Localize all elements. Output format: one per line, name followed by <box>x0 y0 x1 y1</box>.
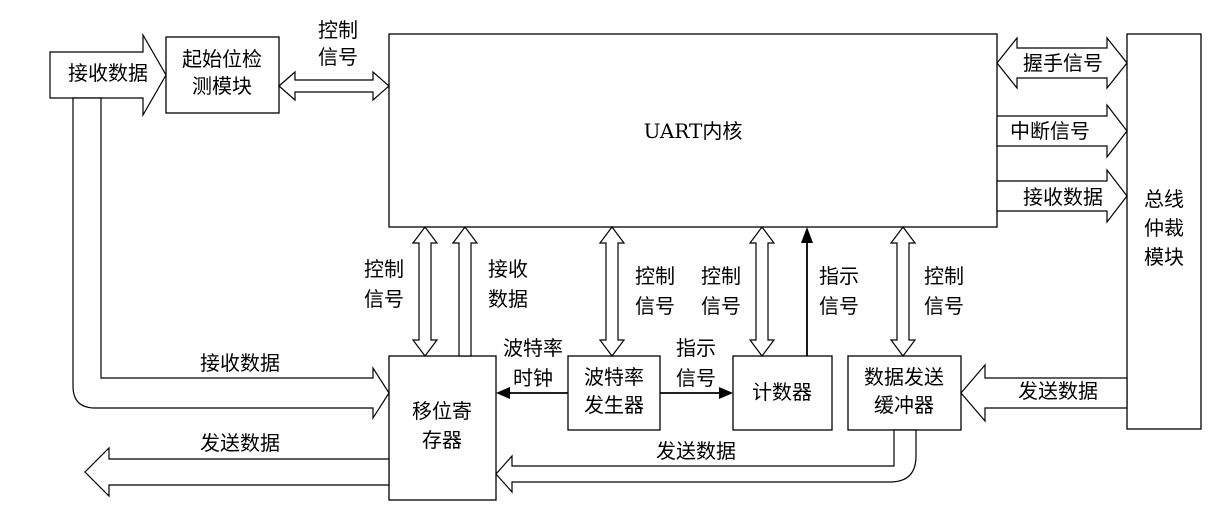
bus-arbiter-label-line3: 模块 <box>1144 245 1184 269</box>
control-signal-shift-line2: 信号 <box>364 287 404 311</box>
start-detect-label-line1: 起始位检 <box>182 47 262 71</box>
bus-arbiter-module: 总线 仲裁 模块 <box>1126 33 1202 430</box>
uart-core-module: UART内核 <box>388 33 998 228</box>
start-detect-label-line2: 测模块 <box>192 74 252 98</box>
shift-control-double-arrow <box>411 226 439 357</box>
shift-register-label-line1: 移位寄 <box>412 399 472 423</box>
shift-register-label-line2: 存器 <box>422 428 462 452</box>
control-signal-baud-line1: 控制 <box>635 264 675 288</box>
start-detect-core-double-arrow <box>278 70 390 102</box>
counter-label: 计数器 <box>752 380 812 404</box>
baud-clock-line1: 波特率 <box>503 336 563 360</box>
shift-receive-data-up-arrow <box>451 226 479 357</box>
handshake-signal-label: 握手信号 <box>1023 51 1103 75</box>
control-signal-top-line1: 控制 <box>318 18 358 42</box>
receive-data-shift-line2: 数据 <box>488 287 528 311</box>
handshake-signal-double-arrow <box>996 36 1128 90</box>
shift-register-module: 移位寄 存器 <box>388 355 497 501</box>
baud-indicate-signal-arrow <box>660 387 733 399</box>
baud-generator-label-line1: 波特率 <box>584 365 644 389</box>
receive-data-to-bus-arrow <box>996 168 1128 224</box>
counter-module: 计数器 <box>732 355 833 431</box>
baud-generator-module: 波特率 发生器 <box>567 355 661 431</box>
control-signal-buffer-line2: 信号 <box>924 294 964 318</box>
receive-data-to-shift-label: 接收数据 <box>200 351 280 375</box>
control-signal-top-line2: 信号 <box>318 45 358 69</box>
send-data-to-shift-label: 发送数据 <box>656 439 736 463</box>
control-signal-baud-line2: 信号 <box>635 294 675 318</box>
send-buffer-label-line1: 数据发送 <box>864 365 944 389</box>
send-buffer-module: 数据发送 缓冲器 <box>847 355 962 431</box>
receive-data-loop-arrow <box>72 97 390 421</box>
send-data-from-bus-label: 发送数据 <box>1018 379 1098 403</box>
baud-clock-arrow <box>496 387 568 399</box>
baud-control-double-arrow <box>598 226 626 357</box>
interrupt-signal-arrow <box>996 103 1128 159</box>
counter-indicate-signal-arrow <box>801 227 813 356</box>
indicate-signal-baud-line1: 指示 <box>676 336 716 360</box>
baud-clock-line2: 时钟 <box>513 366 553 390</box>
baud-generator-label-line2: 发生器 <box>584 393 644 417</box>
receive-data-to-bus-label: 接收数据 <box>1023 185 1103 209</box>
bus-arbiter-label-line2: 仲裁 <box>1144 216 1184 240</box>
send-data-output-arrow <box>84 446 390 498</box>
uart-core-label: UART内核 <box>644 119 743 143</box>
receive-data-shift-line1: 接收 <box>488 257 528 281</box>
counter-control-double-arrow <box>748 226 776 357</box>
control-signal-shift-line1: 控制 <box>364 257 404 281</box>
send-buffer-label-line2: 缓冲器 <box>874 393 934 417</box>
control-signal-counter-line1: 控制 <box>701 264 741 288</box>
start-bit-detect-module: 起始位检 测模块 <box>165 36 280 114</box>
bus-arbiter-label-line1: 总线 <box>1144 187 1184 211</box>
control-signal-counter-line2: 信号 <box>701 294 741 318</box>
indicate-signal-counter-line1: 指示 <box>819 264 859 288</box>
receive-data-input-arrow <box>49 32 167 118</box>
buffer-control-double-arrow <box>889 226 917 357</box>
receive-data-input-label: 接收数据 <box>68 61 148 85</box>
send-data-to-shift-arrow <box>495 429 917 494</box>
indicate-signal-counter-line2: 信号 <box>819 294 859 318</box>
indicate-signal-baud-line2: 信号 <box>676 366 716 390</box>
interrupt-signal-label: 中断信号 <box>1010 119 1090 143</box>
control-signal-buffer-line1: 控制 <box>924 264 964 288</box>
send-data-output-label: 发送数据 <box>200 431 280 455</box>
send-data-from-bus-arrow <box>960 363 1128 423</box>
